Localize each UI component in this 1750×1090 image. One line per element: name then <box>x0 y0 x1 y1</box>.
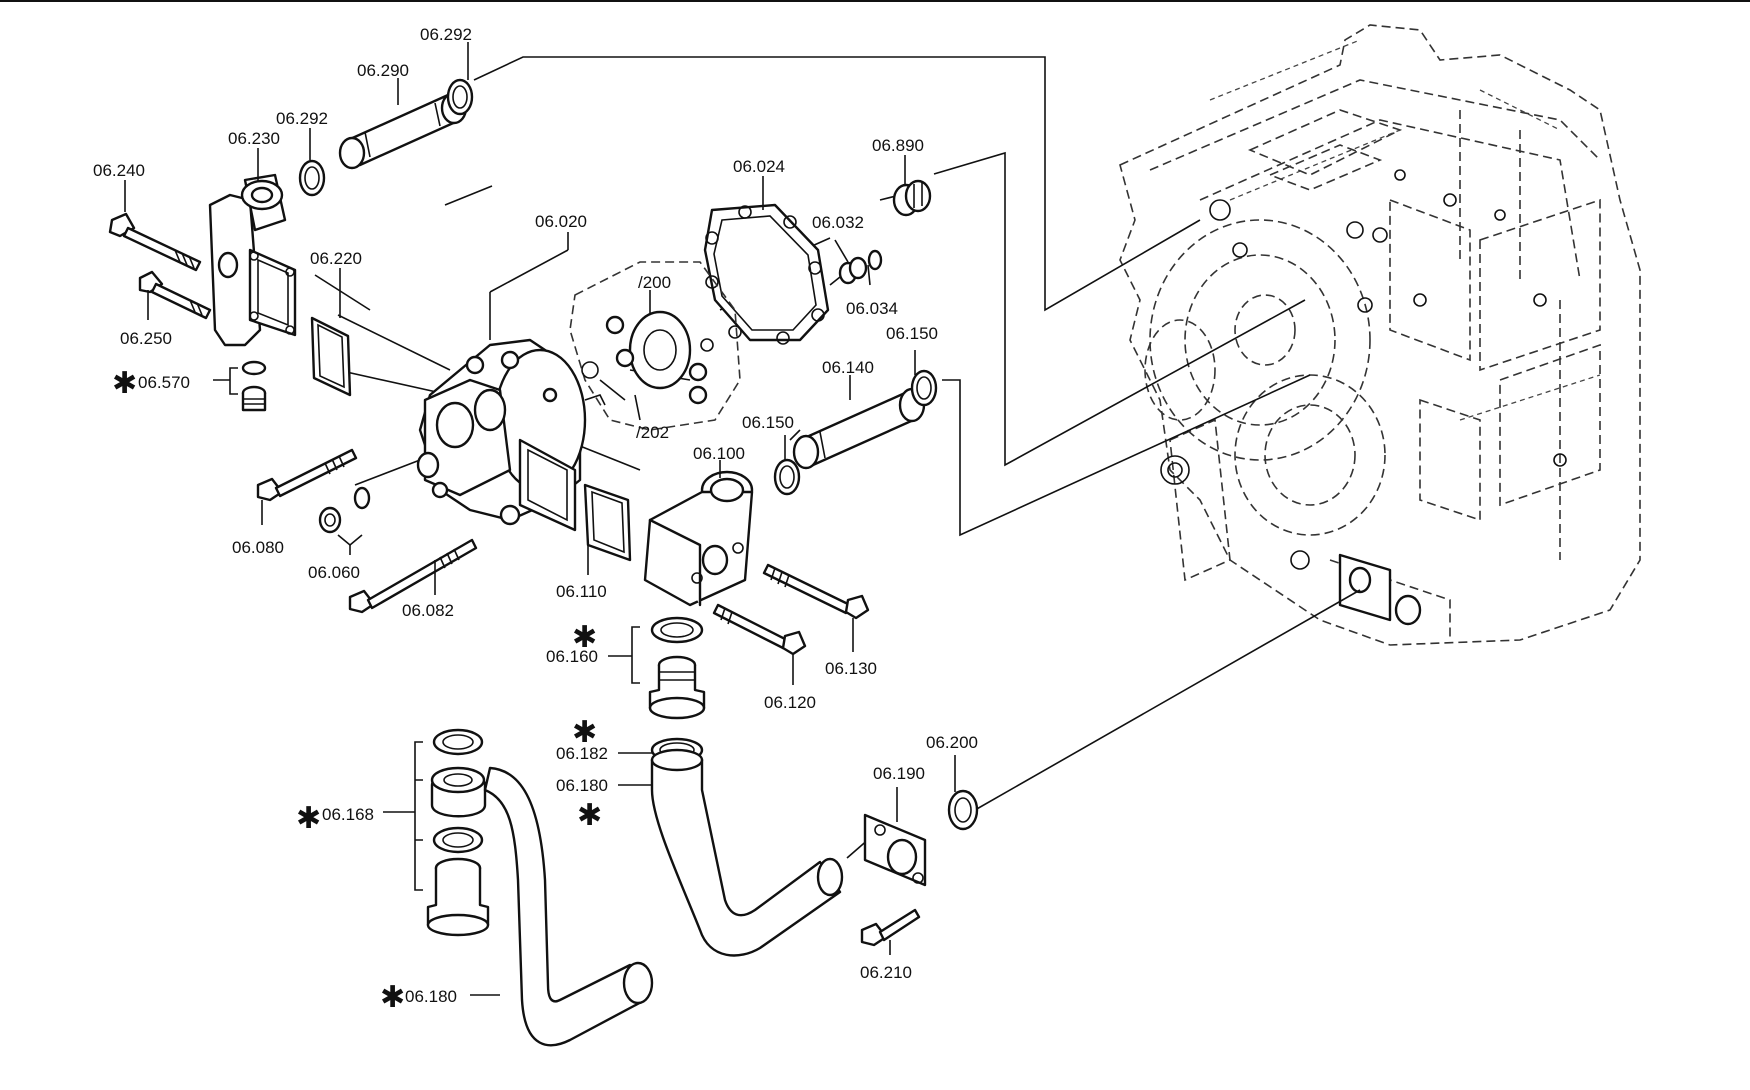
label-06-180-left: 06.180 <box>405 987 457 1006</box>
label-06-020: 06.020 <box>535 212 587 231</box>
label-06-060: 06.060 <box>308 563 360 582</box>
fitting-set-06-168 <box>426 728 490 937</box>
pipe-06-180-left <box>483 766 654 1047</box>
label-06-024: 06.024 <box>733 157 785 176</box>
plug-06-032 <box>838 256 868 285</box>
asterisk-06-180-middle: ✱ <box>577 798 602 833</box>
label-06-100: 06.100 <box>693 444 745 463</box>
bolt-06-240 <box>108 212 202 272</box>
pump-housing-06-020 <box>418 338 587 532</box>
label-06-240: 06.240 <box>93 161 145 180</box>
label-06-110: 06.110 <box>556 582 607 601</box>
flange-06-190 <box>863 813 927 887</box>
label-06-140: 06.140 <box>822 358 874 377</box>
plate-200 <box>569 261 741 431</box>
asterisk-06-180-left: ✱ <box>380 980 405 1015</box>
bracket-06-230 <box>208 173 297 347</box>
label-06-150-right: 06.150 <box>886 324 938 343</box>
tube-06-140 <box>792 387 926 470</box>
label-06-292-left: 06.292 <box>276 109 328 128</box>
pipe-06-180-middle <box>650 737 844 957</box>
label-06-182: 06.182 <box>556 744 608 763</box>
o-ring-06-292-left <box>298 159 326 197</box>
label-06-180-middle: 06.180 <box>556 776 608 795</box>
o-ring-06-034 <box>867 249 883 271</box>
label-06-168: 06.168 <box>322 805 374 824</box>
label-06-292-top: 06.292 <box>420 25 472 44</box>
bolt-06-120 <box>712 603 807 656</box>
fitting-06-160 <box>648 616 706 720</box>
part-labels: 06.292 06.290 06.292 06.230 06.240 06.22… <box>93 25 978 1015</box>
label-06-190: 06.190 <box>873 764 925 783</box>
o-ring-06-292-top <box>446 78 474 116</box>
label-06-150-left: 06.150 <box>742 413 794 432</box>
label-leaders <box>124 42 956 996</box>
label-06-034: 06.034 <box>846 299 898 318</box>
cap-06-890 <box>892 179 932 217</box>
bolt-06-210 <box>860 908 921 947</box>
gasket-06-220 <box>310 316 352 397</box>
asterisk-06-182: ✱ <box>572 715 597 750</box>
label-sub-200: /200 <box>638 273 671 292</box>
tube-06-290 <box>338 91 468 170</box>
label-sub-202: /202 <box>636 423 669 442</box>
bolt-06-130 <box>762 563 870 620</box>
asterisk-06-168: ✱ <box>296 801 321 836</box>
o-ring-06-200 <box>947 789 979 831</box>
bolt-06-082 <box>348 538 478 614</box>
label-06-230: 06.230 <box>228 129 280 148</box>
group-brackets <box>229 367 640 891</box>
plug-06-060 <box>318 451 440 534</box>
plug-06-570 <box>241 360 267 412</box>
o-ring-06-150-right <box>910 369 938 407</box>
asterisk-06-570: ✱ <box>112 366 137 401</box>
label-06-130: 06.130 <box>825 659 877 678</box>
o-ring-06-150-left <box>773 458 801 496</box>
label-06-200: 06.200 <box>926 733 978 752</box>
transmission-housing <box>1119 24 1641 646</box>
bolt-06-080 <box>256 448 358 502</box>
asterisk-06-160: ✱ <box>572 620 597 655</box>
label-06-250: 06.250 <box>120 329 172 348</box>
label-06-120: 06.120 <box>764 693 816 712</box>
label-06-890: 06.890 <box>872 136 924 155</box>
label-06-082: 06.082 <box>402 601 454 620</box>
label-06-032: 06.032 <box>812 213 864 232</box>
label-06-210: 06.210 <box>860 963 912 982</box>
gasket-06-024 <box>703 203 830 345</box>
gasket-06-110 <box>583 483 632 562</box>
label-06-570: 06.570 <box>138 373 190 392</box>
label-06-220: 06.220 <box>310 249 362 268</box>
bolt-06-250 <box>138 270 212 320</box>
label-06-290: 06.290 <box>357 61 409 80</box>
elbow-06-100 <box>643 470 754 607</box>
label-06-160: 06.160 <box>546 647 598 666</box>
label-06-080: 06.080 <box>232 538 284 557</box>
